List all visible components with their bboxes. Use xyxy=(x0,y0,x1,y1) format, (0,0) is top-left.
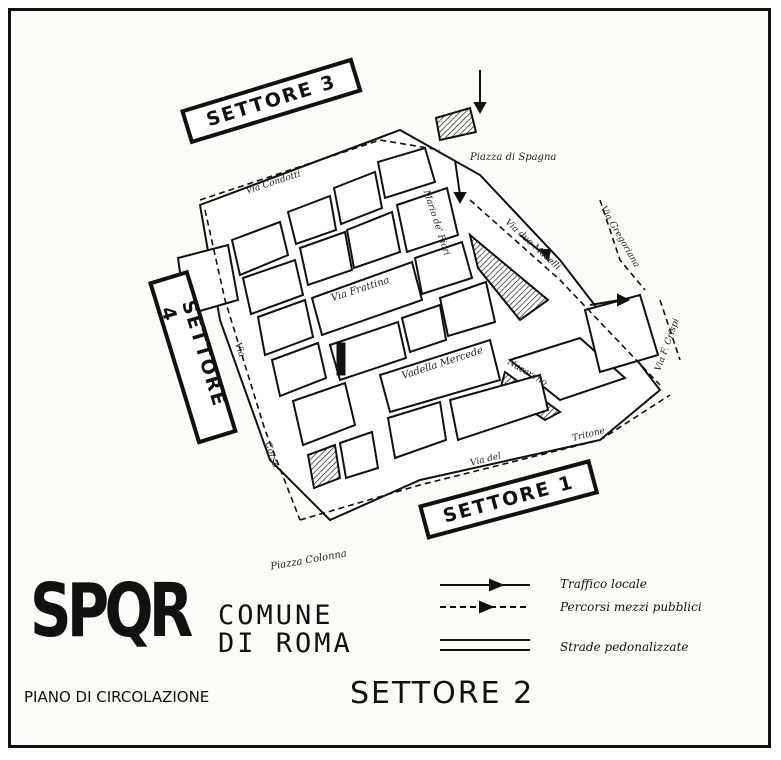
block xyxy=(395,186,460,254)
legend-strade-pedonali: Strade pedonalizzate xyxy=(560,640,689,654)
block xyxy=(241,258,305,316)
comune-line1: COMUNE xyxy=(218,600,334,631)
block xyxy=(310,260,424,337)
block xyxy=(386,400,448,460)
traffic-arrows xyxy=(453,70,631,307)
block xyxy=(256,298,315,357)
legend-traffico-locale: Traffico locale xyxy=(560,577,647,591)
block xyxy=(345,210,402,270)
block xyxy=(448,373,550,442)
block xyxy=(468,232,550,322)
bus-routes xyxy=(199,139,681,521)
city-blocks xyxy=(176,146,660,490)
legend-lines xyxy=(440,578,530,651)
block xyxy=(230,220,290,277)
settore-2-title: SETTORE 2 xyxy=(350,676,535,711)
column-icon xyxy=(336,342,346,376)
block xyxy=(378,338,502,414)
piano-di-circolazione: PIANO DI CIRCOLAZIONE xyxy=(24,688,210,706)
street-piazza-di-spagna: Piazza di Spagna xyxy=(470,152,557,163)
spanish-steps-icon xyxy=(434,106,478,142)
block xyxy=(376,146,437,200)
block xyxy=(286,194,338,246)
block xyxy=(400,303,448,354)
block xyxy=(438,280,497,338)
spqr-logo: SPQR xyxy=(30,568,193,654)
block xyxy=(270,341,328,398)
block xyxy=(338,430,380,480)
comune-line2: DI ROMA xyxy=(218,628,353,659)
comune-di-roma: COMUNE DI ROMA xyxy=(218,602,353,658)
block xyxy=(413,240,474,296)
block xyxy=(298,230,354,287)
block xyxy=(306,443,342,490)
legend-percorsi-mezzi: Percorsi mezzi pubblici xyxy=(560,600,702,614)
block xyxy=(291,381,357,447)
block xyxy=(332,170,384,226)
